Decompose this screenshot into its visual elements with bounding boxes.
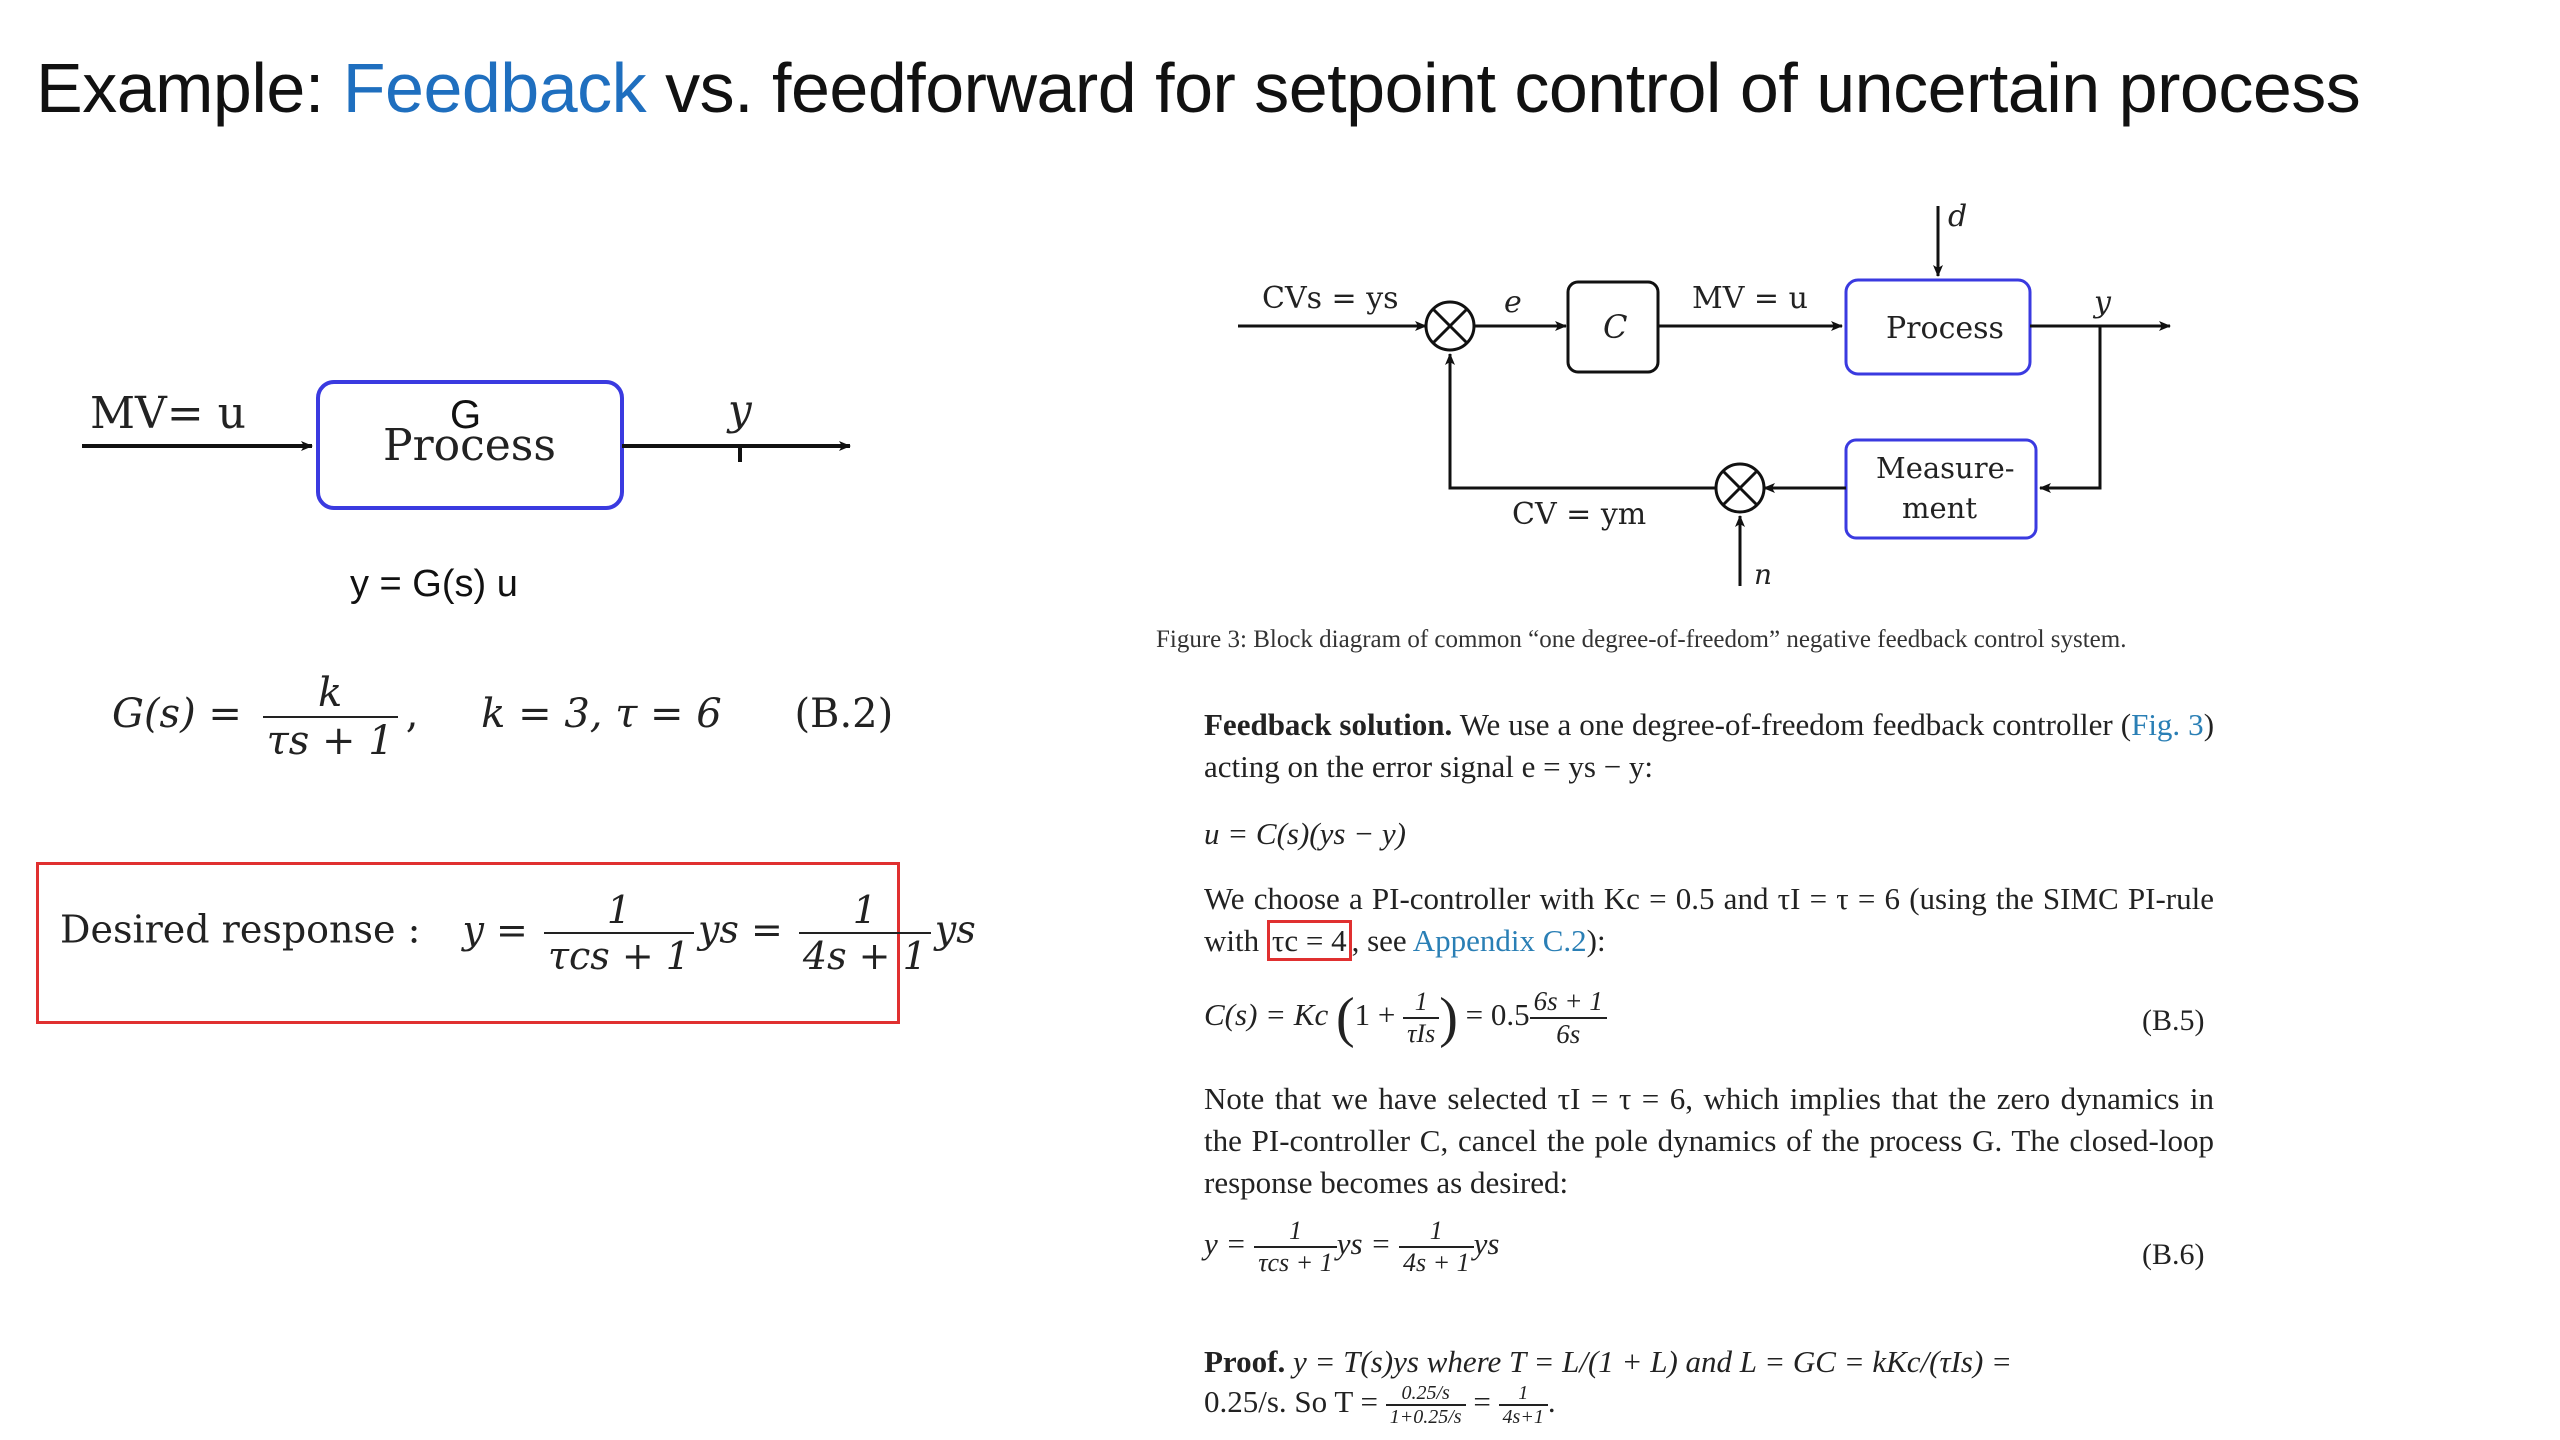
proof-line1: y = T(s)ys where T = L/(1 + L) and L = G… xyxy=(1285,1344,2012,1379)
proof-heading: Proof. xyxy=(1204,1344,1286,1379)
feedback-heading: Feedback solution. xyxy=(1204,707,1453,742)
title-rest: vs. feedforward for setpoint control of … xyxy=(646,49,2361,127)
cvs-label: CVs = ys xyxy=(1262,281,1399,316)
eq-b2-num: k xyxy=(262,670,398,718)
relation-text: y = G(s) u xyxy=(350,563,518,605)
y-output-label: y xyxy=(726,385,753,434)
error-label: e xyxy=(1504,285,1522,320)
proof-frac2-num: 1 xyxy=(1498,1382,1548,1406)
noise-label: n xyxy=(1754,558,1772,591)
eq-b5-inner-a: 1 + xyxy=(1354,997,1396,1033)
eq-b5-inner-den: τIs xyxy=(1407,1019,1436,1048)
eq-b6-number: (B.6) xyxy=(2142,1238,2205,1271)
proof-frac1-num: 0.25/s xyxy=(1385,1382,1466,1406)
eq-b6-mid: ys = xyxy=(1336,1226,1392,1262)
disturbance-label: d xyxy=(1948,199,1967,234)
desired-num2: 1 xyxy=(798,888,931,934)
process-label: Process xyxy=(383,420,556,471)
process-g-label: G xyxy=(450,393,481,437)
slide-title: Example: Feedback vs. feedforward for se… xyxy=(36,48,2361,128)
controller-label: C xyxy=(1603,308,1627,346)
eq-b5-number: (B.5) xyxy=(2142,1004,2205,1037)
fig-3-link[interactable]: Fig. 3 xyxy=(2131,707,2204,742)
feedback-block-diagram: CVs = ys e C MV = u Process d y Measure-… xyxy=(1238,199,2171,591)
desired-response-box xyxy=(36,862,900,1024)
desired-ys1: ys = xyxy=(697,907,783,952)
pi-text-b: , see xyxy=(1351,923,1413,958)
pi-controller-paragraph: We choose a PI-controller with Kc = 0.5 … xyxy=(1204,878,2214,962)
pi-text-a: We choose a PI-controller with Kc = 0.5 … xyxy=(1204,881,2214,958)
desired-label: Desired response : xyxy=(60,907,421,952)
eq-b6-lhs: y = xyxy=(1204,1226,1247,1262)
mv-u-label: MV = u xyxy=(1692,281,1808,316)
measurement-label-line2: ment xyxy=(1902,491,1977,525)
proof-frac2-den: 4s+1 xyxy=(1502,1406,1544,1428)
eq-u-text: u = C(s)(ys − y) xyxy=(1204,816,1406,851)
desired-den1: τcs + 1 xyxy=(547,934,690,978)
eq-b5-den: 6s xyxy=(1556,1019,1581,1049)
eq-b2-lhs: G(s) = xyxy=(112,691,242,737)
eq-b6-num1: 1 xyxy=(1254,1216,1337,1248)
proof-line2a: 0.25/s. So T = xyxy=(1204,1384,1378,1420)
desired-ys2: ys xyxy=(934,907,976,952)
desired-y-eq: y = xyxy=(462,907,528,952)
eq-b2-params: k = 3, τ = 6 xyxy=(481,691,722,737)
title-prefix: Example: xyxy=(36,49,343,127)
eq-b5-num: 6s + 1 xyxy=(1529,986,1607,1019)
eq-b6-den1: τcs + 1 xyxy=(1258,1248,1333,1277)
measurement-label-line1: Measure- xyxy=(1876,451,2015,485)
proof-paragraph: Proof. y = T(s)ys where T = L/(1 + L) an… xyxy=(1204,1342,2214,1428)
appendix-c2-link[interactable]: Appendix C.2 xyxy=(1412,923,1587,958)
eq-b2-number: (B.2) xyxy=(794,691,894,737)
figure-caption: Figure 3: Block diagram of common “one d… xyxy=(1156,626,2127,653)
eq-b6-end: ys xyxy=(1473,1226,1500,1262)
output-y-label: y xyxy=(2092,285,2112,320)
eq-b6-den2: 4s + 1 xyxy=(1402,1248,1470,1277)
equation-u: u = C(s)(ys − y) xyxy=(1204,816,1406,852)
eq-b5-inner-num: 1 xyxy=(1403,987,1440,1019)
eq-b5-lhs: C(s) = Kc xyxy=(1204,997,1329,1033)
mv-label: MV= u xyxy=(90,388,246,439)
eq-b2-den: τs + 1 xyxy=(266,718,394,764)
title-highlight: Feedback xyxy=(342,49,647,127)
desired-num1: 1 xyxy=(543,888,694,934)
pi-text-c: ): xyxy=(1586,923,1606,958)
tau-c-boxed: τc = 4 xyxy=(1266,920,1352,961)
feedback-text-1a: We use a one degree-of-freedom feedback … xyxy=(1452,707,2132,742)
feedback-paragraph: Feedback solution. We use a one degree-o… xyxy=(1204,704,2214,788)
feedback-text-1b: ) acting on the error signal e = ys − y: xyxy=(1204,707,2215,784)
process-label-right: Process xyxy=(1886,311,2004,346)
proof-frac1-den: 1+0.25/s xyxy=(1389,1406,1462,1428)
proof-end: . xyxy=(1547,1384,1556,1420)
note-paragraph: Note that we have selected τI = τ = 6, w… xyxy=(1204,1081,2214,1200)
eq-b6-num2: 1 xyxy=(1398,1216,1474,1248)
desired-den2: 4s + 1 xyxy=(802,934,927,978)
proof-eq: = xyxy=(1473,1384,1491,1420)
cvm-label: CV = ym xyxy=(1512,497,1646,532)
left-process-diagram: MV= u G Process y y = G(s) u xyxy=(82,380,851,605)
eq-b5-mid: = 0.5 xyxy=(1465,997,1530,1033)
